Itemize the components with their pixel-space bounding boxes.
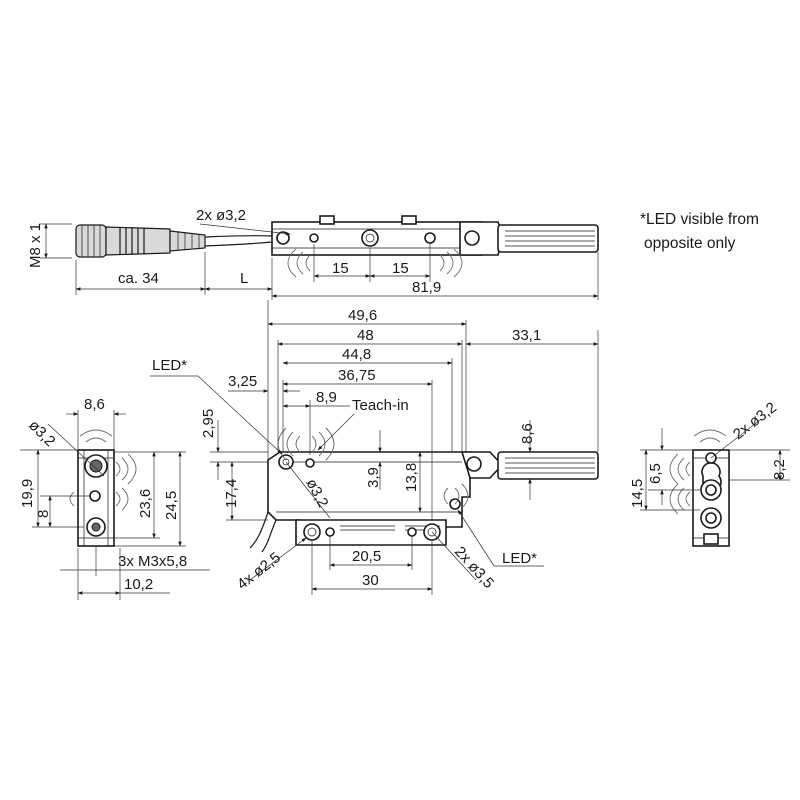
note-line-2: opposite only xyxy=(644,235,736,252)
right-view: 2x ø3,2 14,5 6,5 8,2 xyxy=(629,399,790,547)
dim-spacing-right: 15 xyxy=(392,260,409,277)
dim-left-hole: ø3,2 xyxy=(25,417,58,450)
left-view: 8,6 ø3,2 19,9 8 23,6 24,5 3x M3x5,8 10,2 xyxy=(19,396,210,600)
label-led-top: LED* xyxy=(152,357,187,374)
dim-holes-2-5: 4x ø2,5 xyxy=(234,549,284,593)
dim-thread-holes: 3x M3x5,8 xyxy=(118,553,187,570)
dim-left-8-6: 8,6 xyxy=(84,396,105,413)
sensor-body-top xyxy=(271,215,599,256)
dim-10-2: 10,2 xyxy=(124,576,153,593)
dim-20-5: 20,5 xyxy=(352,548,381,565)
dim-17-4: 17,4 xyxy=(223,479,240,508)
dim-right-holes: 2x ø3,2 xyxy=(730,399,780,443)
dim-24-5: 24,5 xyxy=(163,491,180,520)
dim-30: 30 xyxy=(362,572,379,589)
dim-3-25: 3,25 xyxy=(228,373,257,390)
dim-m8-thread: M8 x 1 xyxy=(27,223,44,268)
dim-3-9: 3,9 xyxy=(365,467,382,488)
dim-holes-3-5: 2x ø3,5 xyxy=(451,543,497,592)
m8-connector xyxy=(75,224,206,258)
dim-2-95: 2,95 xyxy=(200,409,217,438)
label-led-bottom: LED* xyxy=(502,550,537,567)
dim-14-5: 14,5 xyxy=(629,479,646,508)
dim-33-1: 33,1 xyxy=(512,327,541,344)
dim-spacing-left: 15 xyxy=(332,260,349,277)
cable-top xyxy=(204,234,273,238)
cable-bottom xyxy=(204,241,273,247)
front-view: 49,6 48 44,8 36,75 3,25 8,9 33,1 LED* Te… xyxy=(150,300,599,595)
dim-8-9: 8,9 xyxy=(316,389,337,406)
dim-top-holes: 2x ø3,2 xyxy=(196,207,246,224)
dim-13-8: 13,8 xyxy=(403,463,420,492)
dim-8-6-front: 8,6 xyxy=(519,423,536,444)
sensor-end-right xyxy=(692,449,730,547)
sensor-end-left xyxy=(77,449,115,547)
label-teach-in: Teach-in xyxy=(352,397,409,414)
dim-6-5: 6,5 xyxy=(647,463,664,484)
dim-49-6: 49,6 xyxy=(348,307,377,324)
top-view: M8 x 1 ca. 34 L 2x ø3,2 15 15 81,9 xyxy=(27,207,599,300)
dim-19-9: 19,9 xyxy=(19,479,36,508)
dim-48: 48 xyxy=(357,327,374,344)
dim-8: 8 xyxy=(35,510,52,518)
dim-36-75: 36,75 xyxy=(338,367,376,384)
dim-44-8: 44,8 xyxy=(342,346,371,363)
dim-8-2: 8,2 xyxy=(771,459,788,480)
dim-overall-length: 81,9 xyxy=(412,279,441,296)
sensor-body-front xyxy=(249,451,599,553)
dim-length-l: L xyxy=(240,270,248,287)
note-line-1: *LED visible from xyxy=(640,211,759,228)
dim-cable-length: ca. 34 xyxy=(118,270,159,287)
dim-23-6: 23,6 xyxy=(137,489,154,518)
